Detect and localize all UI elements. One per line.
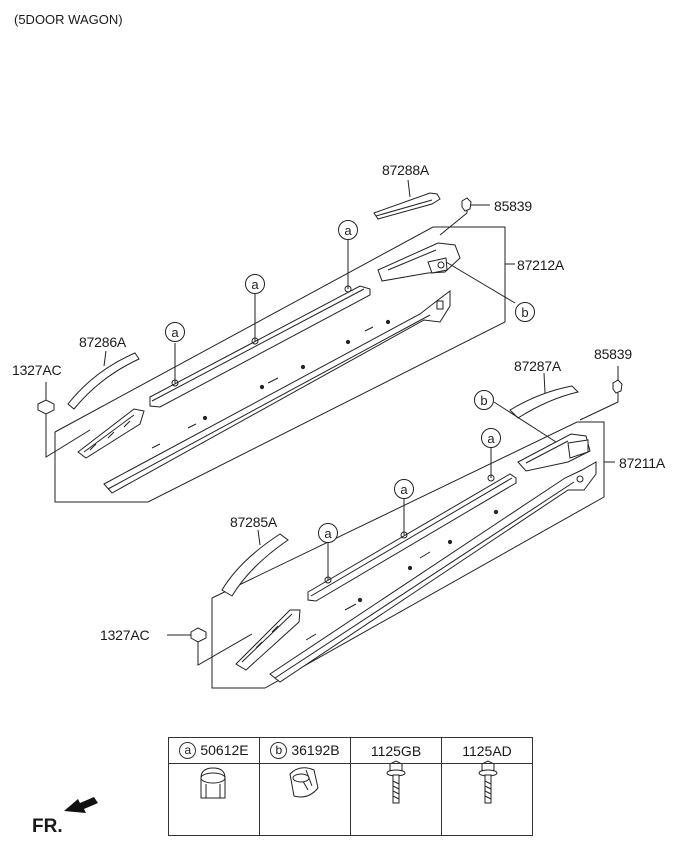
trim-strip-top [149, 285, 371, 408]
marker-a-label: a [324, 526, 332, 541]
callout-87287A: 87287A [514, 358, 562, 374]
molding-87285A [221, 533, 289, 597]
legend-cell-a [168, 763, 260, 836]
legend-part-1125GB: 1125GB [370, 742, 422, 759]
nut-1327AC-top [37, 399, 55, 415]
legend-cell-1125AD [441, 763, 533, 836]
marker-a-1: a [338, 220, 358, 240]
legend-key-b: b [270, 742, 288, 760]
molding-87286A [67, 352, 140, 410]
bracket-front-top [77, 408, 145, 459]
front-arrow-icon [64, 797, 98, 813]
legend-part-a: 50612E [200, 741, 249, 758]
callout-85839-bottom: 85839 [594, 346, 632, 362]
variant-title: (5DOOR WAGON) [14, 12, 123, 27]
callout-87286A: 87286A [79, 334, 127, 350]
assembly-boundary-87212A [54, 226, 506, 503]
marker-a-2: a [245, 274, 265, 294]
bracket-front-bottom [235, 609, 301, 671]
bracket-rear-top [377, 242, 461, 282]
legend-cell-1125GB [350, 763, 442, 836]
legend-part-b: 36192B [291, 741, 340, 758]
legend-part-1125AD: 1125AD [462, 742, 512, 759]
marker-a-4: a [481, 428, 501, 448]
marker-a-label: a [487, 431, 495, 446]
assembly-boundary-87211A [211, 421, 605, 689]
marker-b-1: b [515, 302, 535, 322]
marker-b-2: b [474, 390, 494, 410]
molding-87288A [373, 192, 441, 220]
callout-87285A: 87285A [230, 514, 278, 530]
legend-header-1125GB: 1125GB [350, 737, 442, 764]
assembly-87212A [37, 179, 516, 503]
clip-85839-top [461, 197, 472, 212]
nut-1327AC-bottom [190, 627, 207, 643]
assembly-87211A [167, 366, 623, 689]
callout-1327AC-top: 1327AC [12, 362, 62, 378]
marker-a-5: a [394, 479, 414, 499]
callout-87212A: 87212A [517, 257, 565, 273]
callout-87211A: 87211A [619, 455, 666, 471]
legend-key-a: a [179, 742, 197, 760]
roof-rail-top [103, 290, 451, 494]
marker-a-3: a [165, 322, 185, 342]
marker-b-label: b [521, 305, 528, 320]
front-direction-label: FR. [32, 816, 63, 837]
callout-85839-top: 85839 [494, 198, 532, 214]
marker-a-label: a [171, 325, 179, 340]
marker-a-6: a [318, 523, 338, 543]
callout-1327AC-bottom: 1327AC [100, 627, 150, 643]
molding-87287A [509, 385, 579, 419]
legend-header-1125AD: 1125AD [441, 737, 533, 764]
legend-cell-b [259, 763, 351, 836]
marker-b-label: b [480, 393, 487, 408]
roof-rail-bottom [269, 461, 597, 683]
marker-a-label: a [400, 482, 408, 497]
marker-a-label: a [251, 277, 259, 292]
marker-a-label: a [344, 223, 352, 238]
clip-85839-bottom [612, 379, 623, 394]
callout-87288A: 87288A [382, 162, 430, 178]
